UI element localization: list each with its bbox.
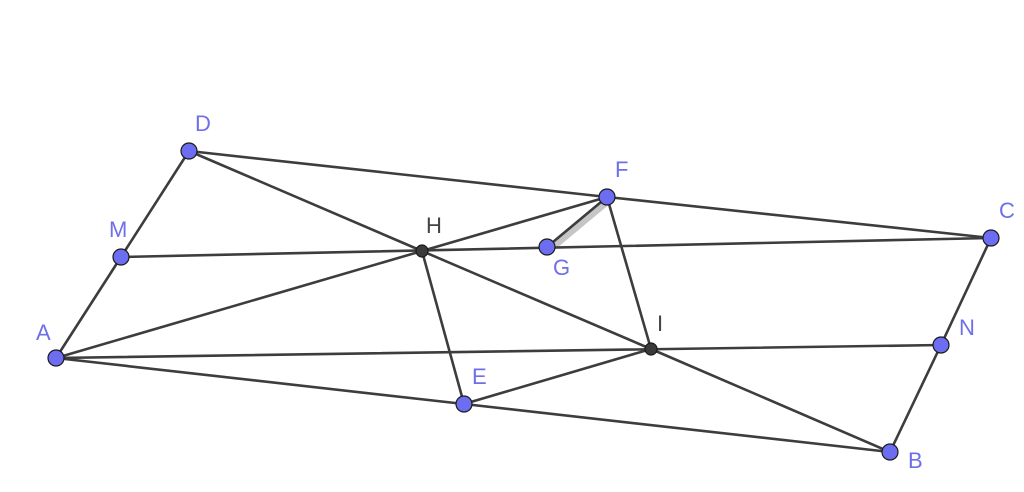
point-label-E: E: [472, 364, 487, 389]
segment-DH[interactable]: [187, 149, 424, 253]
segment-FG[interactable]: [545, 195, 609, 249]
segment-AH[interactable]: [54, 249, 424, 360]
point-label-N: N: [959, 315, 975, 340]
point-A[interactable]: [47, 349, 65, 367]
segment-MC[interactable]: [119, 236, 993, 259]
point-labels: A B C D E F G M N H I: [36, 111, 1015, 473]
segment-HI[interactable]: [420, 249, 653, 351]
point-C[interactable]: [982, 229, 1000, 247]
point-I[interactable]: [644, 342, 658, 356]
point-B[interactable]: [881, 443, 899, 461]
point-E[interactable]: [455, 395, 473, 413]
segment-FG-highlight: [545, 196, 613, 254]
point-H[interactable]: [415, 244, 429, 258]
segment-HF[interactable]: [420, 195, 609, 253]
segment-EI[interactable]: [462, 347, 653, 406]
point-label-F: F: [615, 157, 628, 182]
segment-FI[interactable]: [605, 195, 653, 351]
segment-IB[interactable]: [649, 347, 892, 454]
segment-NB[interactable]: [888, 343, 943, 454]
segment-BE[interactable]: [462, 402, 892, 454]
point-label-H: H: [426, 213, 442, 238]
segment-AM[interactable]: [54, 255, 123, 360]
point-label-M: M: [109, 217, 127, 242]
segment-EA[interactable]: [54, 356, 466, 406]
point-G[interactable]: [538, 238, 556, 256]
point-F[interactable]: [598, 188, 616, 206]
point-N[interactable]: [932, 336, 950, 354]
segments: [54, 149, 993, 454]
segment-FC[interactable]: [605, 195, 993, 240]
point-label-I: I: [657, 311, 663, 336]
points: [47, 142, 1000, 461]
segment-AN[interactable]: [54, 343, 943, 360]
point-M[interactable]: [112, 248, 130, 266]
point-label-A: A: [36, 320, 51, 345]
point-label-G: G: [553, 255, 570, 280]
segment-DF[interactable]: [187, 149, 609, 199]
segment-CN[interactable]: [939, 236, 993, 347]
point-label-C: C: [999, 198, 1015, 223]
segment-HE[interactable]: [420, 249, 466, 406]
point-label-D: D: [195, 111, 211, 136]
segment-MD[interactable]: [119, 149, 191, 259]
point-label-B: B: [908, 448, 923, 473]
highlighted-segments: [545, 196, 613, 254]
point-D[interactable]: [180, 142, 198, 160]
